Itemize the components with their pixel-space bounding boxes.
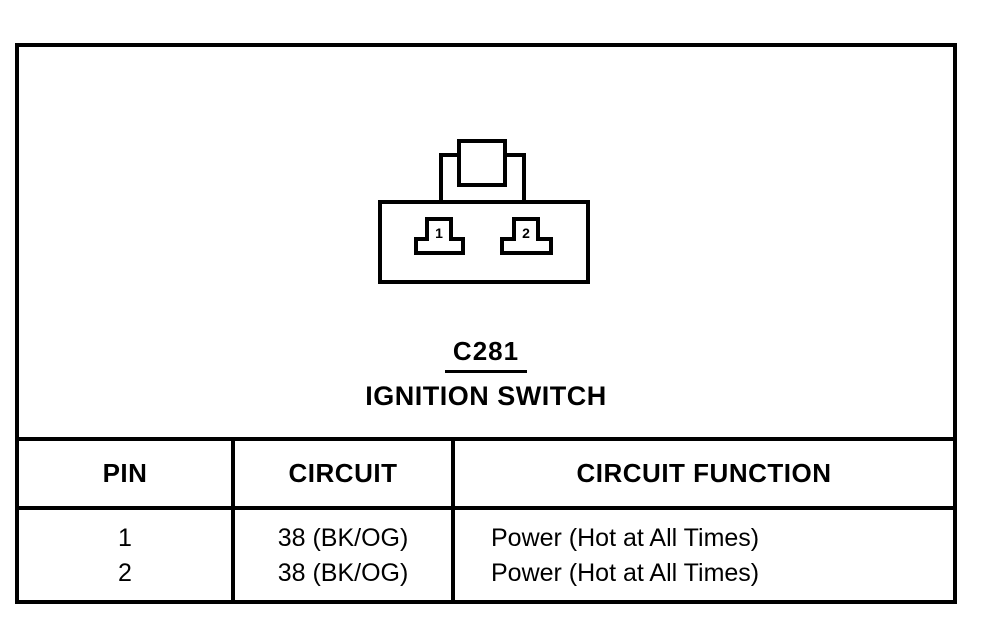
pin-value: 2 [118,559,132,587]
table-cell-pins: 1 2 [19,510,235,600]
connector-drawing: 1 2 [19,47,953,347]
connector-title: IGNITION SWITCH [365,381,607,411]
connector-body [378,200,590,284]
header-circuit-function: CIRCUIT FUNCTION [455,441,953,510]
circuit-function-value: Power (Hot at All Times) [491,524,760,552]
pin-1-cavity: 1 [425,217,453,241]
header-pin: PIN [19,441,235,510]
pinout-table: PIN CIRCUIT CIRCUIT FUNCTION 1 2 38 (BK/… [19,437,953,600]
pin-value: 1 [118,524,132,552]
circuit-value: 38 (BK/OG) [277,524,409,552]
table-cell-functions: Power (Hot at All Times) Power (Hot at A… [455,510,953,600]
pin-1-number: 1 [435,224,443,241]
header-circuit: CIRCUIT [235,441,455,510]
connector-latch-tab [457,139,507,187]
pin-2-cavity: 2 [512,217,540,241]
connector-code-row: C281 [19,336,953,373]
circuit-value: 38 (BK/OG) [277,559,409,587]
pin-2-number: 2 [522,224,530,241]
circuit-function-value: Power (Hot at All Times) [491,559,760,587]
connector-code: C281 [444,336,528,373]
diagram-frame: 1 2 C281 IGNITION SWITCH PIN CIRCUIT CIR… [15,43,957,604]
table-cell-circuits: 38 (BK/OG) 38 (BK/OG) [235,510,455,600]
